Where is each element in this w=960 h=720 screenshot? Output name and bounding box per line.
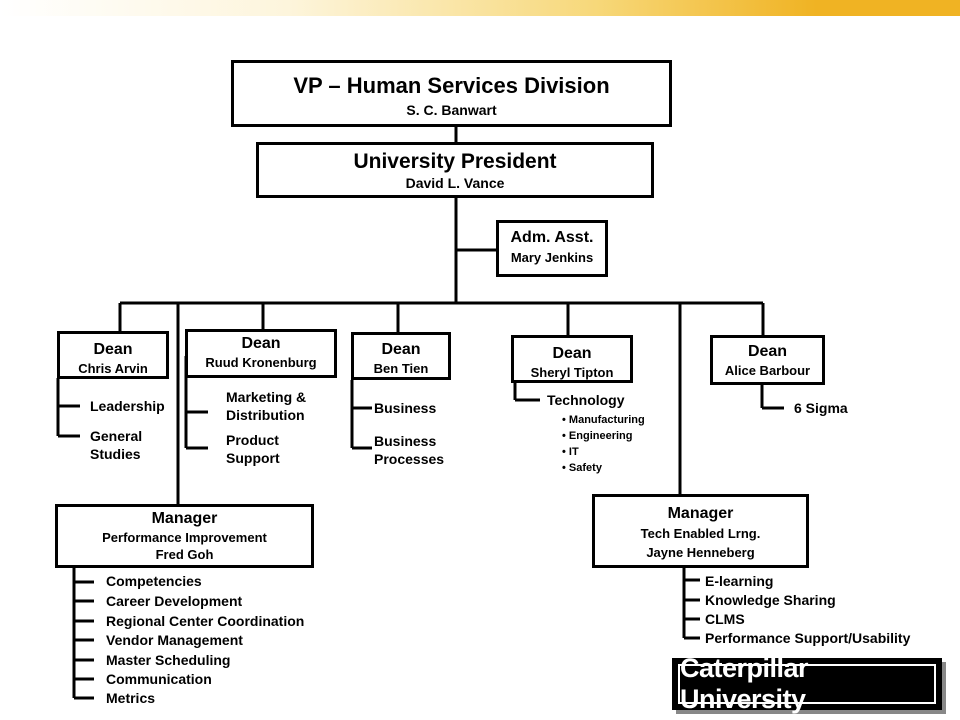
dean-title: Dean bbox=[552, 345, 592, 362]
area-leadership: Leadership bbox=[90, 398, 165, 414]
area-business-processes: Business Processes bbox=[374, 433, 445, 467]
subarea-label: Engineering bbox=[568, 430, 633, 442]
subarea-manufacturing: • Manufacturing bbox=[562, 414, 645, 426]
logo-text: Caterpillar University bbox=[680, 653, 809, 714]
vp-box: VP – Human Services Division S. C. Banwa… bbox=[231, 60, 672, 127]
area-e-learning: E-learning bbox=[705, 573, 774, 589]
dean-name: Alice Barbour bbox=[724, 363, 811, 378]
subarea-label: IT bbox=[568, 446, 579, 458]
area-competencies: Competencies bbox=[106, 573, 202, 589]
area-performance-support-usability: Performance Support/Usability bbox=[705, 630, 911, 646]
area-regional-center-coordination: Regional Center Coordination bbox=[106, 613, 305, 629]
manager-title: Manager bbox=[667, 505, 734, 522]
area-technology: Technology bbox=[547, 392, 625, 408]
area-clms: CLMS bbox=[705, 611, 745, 627]
president-title: University President bbox=[353, 150, 557, 173]
area-career-development: Career Development bbox=[106, 593, 243, 609]
area-metrics: Metrics bbox=[106, 690, 156, 706]
manager-dept: Tech Enabled Lrng. bbox=[640, 526, 761, 541]
dean-box-ben-tien: Dean Ben Tien bbox=[351, 332, 451, 380]
dean-name: Sheryl Tipton bbox=[530, 365, 614, 380]
manager-name: Fred Goh bbox=[155, 547, 214, 562]
area-vendor-management: Vendor Management bbox=[106, 632, 243, 648]
dean-title: Dean bbox=[747, 343, 788, 360]
dean-name: Ben Tien bbox=[373, 361, 429, 376]
dean-title: Dean bbox=[93, 341, 133, 358]
subarea-safety: • Safety bbox=[562, 462, 602, 474]
dean-title: Dean bbox=[381, 341, 421, 358]
area-product-support: Product Support bbox=[226, 432, 280, 466]
subarea-label: Safety bbox=[568, 462, 602, 474]
logo-frame: Caterpillar University bbox=[678, 653, 936, 714]
area-knowledge-sharing: Knowledge Sharing bbox=[705, 592, 836, 608]
assistant-box: Adm. Asst. Mary Jenkins bbox=[496, 220, 608, 277]
manager-dept: Performance Improvement bbox=[102, 530, 267, 545]
caterpillar-university-logo: Caterpillar University bbox=[672, 653, 942, 714]
manager-title: Manager bbox=[151, 510, 218, 527]
manager-box-tech-enabled-learning: Manager Tech Enabled Lrng. Jayne Hennebe… bbox=[592, 494, 809, 568]
dean-box-ruud-kronenburg: Dean Ruud Kronenburg bbox=[185, 329, 337, 378]
dean-name: Ruud Kronenburg bbox=[205, 355, 317, 370]
area-master-scheduling: Master Scheduling bbox=[106, 652, 231, 668]
subarea-label: Manufacturing bbox=[568, 414, 645, 426]
president-box: University President David L. Vance bbox=[256, 142, 654, 198]
area-general-studies: General Studies bbox=[90, 428, 143, 462]
area-marketing-distribution: Marketing & Distribution bbox=[226, 389, 307, 423]
manager-name: Jayne Henneberg bbox=[646, 545, 755, 560]
subarea-engineering: • Engineering bbox=[562, 430, 633, 442]
president-name: David L. Vance bbox=[405, 175, 505, 191]
vp-title: VP – Human Services Division bbox=[293, 73, 610, 98]
area-business: Business bbox=[374, 400, 437, 416]
subarea-it: • IT bbox=[562, 446, 579, 458]
dean-box-sheryl-tipton: Dean Sheryl Tipton bbox=[511, 335, 633, 383]
manager-box-performance-improvement: Manager Performance Improvement Fred Goh bbox=[55, 504, 314, 568]
assistant-name: Mary Jenkins bbox=[510, 250, 594, 265]
vp-name: S. C. Banwart bbox=[406, 102, 497, 118]
accent-gradient-bar bbox=[0, 0, 960, 16]
dean-box-alice-barbour: Dean Alice Barbour bbox=[710, 335, 825, 385]
area-communication: Communication bbox=[106, 671, 212, 687]
dean-title: Dean bbox=[241, 335, 281, 352]
assistant-title: Adm. Asst. bbox=[510, 229, 594, 246]
dean-box-chris-arvin: Dean Chris Arvin bbox=[57, 331, 169, 379]
dean-name: Chris Arvin bbox=[78, 361, 148, 376]
area-6-sigma: 6 Sigma bbox=[794, 400, 848, 416]
